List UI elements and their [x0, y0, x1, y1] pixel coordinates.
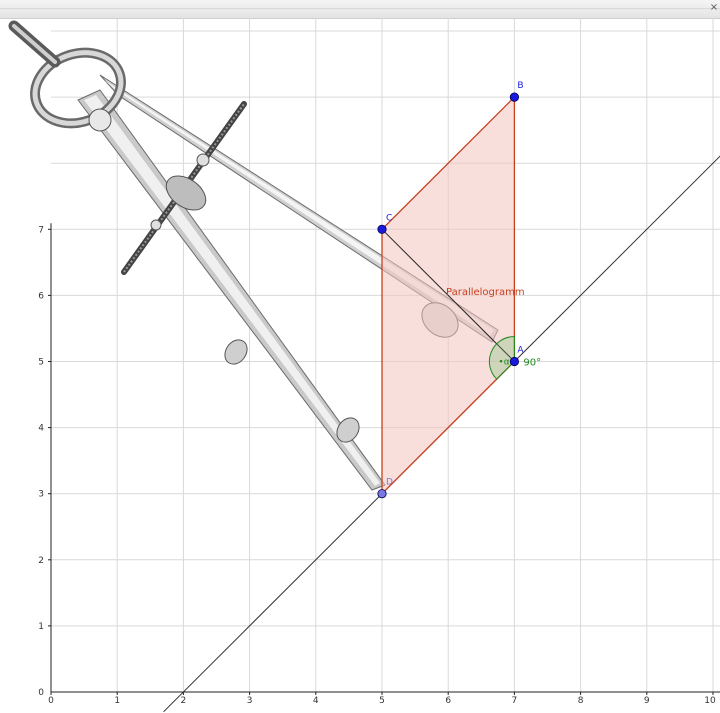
- x-tick-label: 0: [48, 696, 54, 706]
- x-tick-label: 9: [644, 696, 650, 706]
- y-tick-label: 3: [38, 490, 44, 500]
- x-tick-label: 3: [247, 696, 253, 706]
- x-tick-label: 5: [379, 696, 385, 706]
- x-tick-label: 1: [114, 696, 120, 706]
- x-tick-label: 8: [578, 696, 584, 706]
- coordinate-axes: 0 1 2 3 4 5 6 7 8 9 10 1 2 3 4 5 6 7 0: [38, 223, 720, 706]
- point-c[interactable]: [377, 224, 387, 234]
- point-b[interactable]: [509, 92, 520, 102]
- grid-lines: [51, 18, 720, 692]
- angle-symbol: •α: [498, 358, 509, 368]
- y-tick-label: 0: [38, 688, 44, 698]
- point-d[interactable]: [377, 489, 387, 499]
- x-tick-label: 7: [512, 696, 518, 706]
- title-bar-divider: [0, 8, 720, 9]
- point-label-b: B: [517, 81, 523, 91]
- x-tick-label: 2: [181, 696, 187, 706]
- angle-value: 90°: [523, 358, 541, 369]
- point-label-d: D: [386, 478, 393, 488]
- angle-sector: [488, 335, 515, 380]
- close-icon[interactable]: ×: [709, 2, 719, 13]
- point-label-a: A: [517, 346, 524, 356]
- y-tick-label: 4: [38, 424, 44, 434]
- segment-c-a: [381, 228, 515, 362]
- y-tick-label: 1: [38, 622, 44, 632]
- construction: Parallelogramm •α 90° A B C D: [163, 81, 720, 713]
- x-tick-label: 6: [445, 696, 451, 706]
- point-a[interactable]: [509, 356, 520, 367]
- point-label-c: C: [386, 213, 392, 223]
- y-tick-label: 7: [38, 225, 44, 235]
- y-tick-label: 5: [38, 358, 44, 368]
- x-tick-label: 4: [313, 696, 319, 706]
- x-tick-label: 10: [704, 696, 716, 706]
- y-tick-label: 6: [38, 291, 44, 301]
- y-tick-label: 2: [38, 556, 44, 566]
- window-title-bar: ×: [0, 0, 720, 19]
- polygon-label: Parallelogramm: [446, 287, 525, 298]
